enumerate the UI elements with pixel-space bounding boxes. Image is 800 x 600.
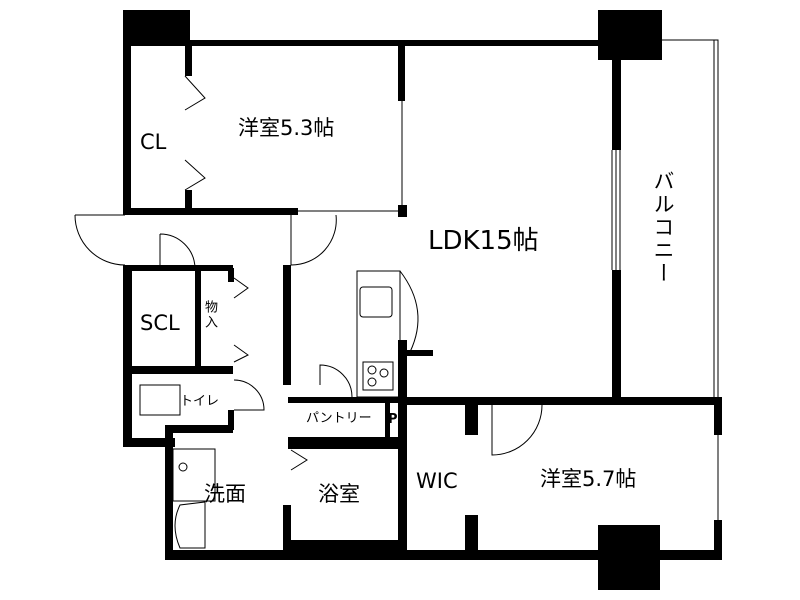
pillar-top-left: [123, 10, 190, 46]
pillar-top-right: [598, 10, 662, 60]
toilet-door: [233, 379, 265, 411]
wall-bottom: [165, 550, 722, 560]
washbasin-counter: [172, 448, 216, 502]
scl-door: [159, 233, 196, 269]
wall-left-upper: [123, 10, 131, 215]
room-label-western-room-1: 洋室5.3帖: [238, 116, 335, 140]
balcony-outline: [619, 39, 719, 401]
room-label-toilet: トイレ: [180, 394, 220, 409]
storage-door: [233, 277, 249, 363]
thin-lines: [74, 39, 719, 549]
kitchen-counter: [356, 270, 401, 398]
bath-door: [290, 449, 308, 471]
bedroom2-door: [491, 404, 543, 456]
room-label-shoe-closet: SCL: [140, 311, 180, 335]
wall-bedroom2-top: [400, 397, 722, 405]
ldk-door: [290, 214, 337, 266]
washbasin: [174, 501, 206, 549]
room-label-ldk: LDK15帖: [428, 226, 539, 256]
room-label-balcony: バルコニー: [651, 170, 675, 285]
wall-bedroom1-bottom: [123, 208, 298, 215]
sink: [359, 286, 393, 318]
toilet-bowl: [139, 384, 181, 416]
room-label-pipe-space: PS: [388, 412, 407, 427]
room-label-western-room-2: 洋室5.7帖: [540, 467, 637, 491]
room-label-bathroom: 浴室: [318, 482, 360, 506]
room-label-pantry: パントリー: [306, 411, 372, 426]
room-label-storage: 物入: [202, 300, 217, 330]
wall-top: [190, 40, 600, 46]
room-label-walk-in-closet: WIC: [416, 469, 458, 493]
room-label-washroom: 洗面: [204, 482, 246, 506]
closet-door: [184, 75, 206, 191]
walls: [123, 10, 722, 590]
stove: [362, 361, 394, 391]
entry-door: [74, 214, 126, 266]
room-label-closet: CL: [140, 130, 167, 154]
pantry-door: [319, 364, 353, 398]
